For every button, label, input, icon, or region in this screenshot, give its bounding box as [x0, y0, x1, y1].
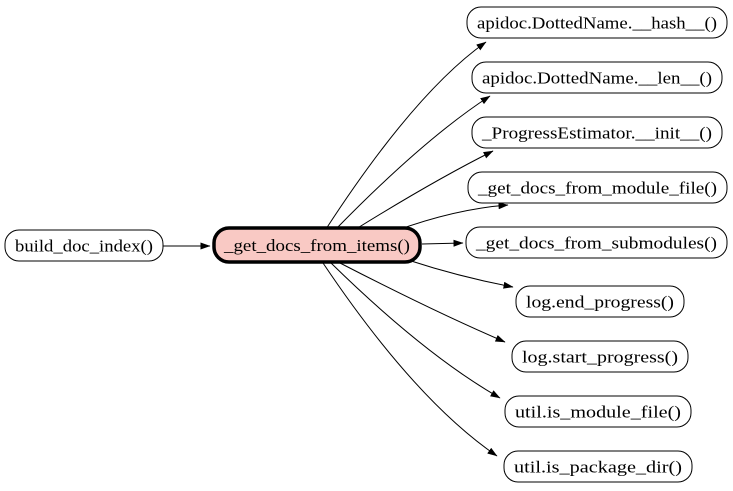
- node-shape-util.is_module_file[interactable]: [504, 395, 692, 428]
- node-_get_docs_from_module_file[interactable]: _get_docs_from_module_file(): [467, 171, 728, 204]
- node-log.end_progress[interactable]: log.end_progress(): [515, 285, 685, 318]
- node-label-_get_docs_from_submodules: _get_docs_from_submodules(): [475, 234, 717, 253]
- node-shape-apidoc.DottedName.__hash__[interactable]: [466, 6, 728, 39]
- node-label-apidoc.DottedName.__hash__: apidoc.DottedName.__hash__(): [477, 14, 717, 33]
- node-apidoc.DottedName.__hash__[interactable]: apidoc.DottedName.__hash__(): [466, 6, 728, 39]
- edge-_get_docs_from_items-to-_ProgressEstimator.__init__: [355, 150, 494, 230]
- node-label-apidoc.DottedName.__len__: apidoc.DottedName.__len__(): [482, 69, 712, 88]
- edge-_get_docs_from_items-to-log.start_progress: [339, 262, 506, 343]
- node-util.is_module_file[interactable]: util.is_module_file(): [504, 395, 692, 428]
- node-apidoc.DottedName.__len__[interactable]: apidoc.DottedName.__len__(): [471, 61, 723, 94]
- edge-_get_docs_from_items-to-util.is_package_dir: [322, 262, 498, 457]
- node-util.is_package_dir[interactable]: util.is_package_dir(): [503, 450, 693, 483]
- node-label-util.is_module_file: util.is_module_file(): [515, 403, 681, 422]
- node-shape-_get_docs_from_submodules[interactable]: [465, 226, 728, 259]
- edge-_get_docs_from_items-to-apidoc.DottedName.__hash__: [325, 41, 487, 230]
- node-label-_get_docs_from_items: _get_docs_from_items(): [223, 236, 410, 255]
- node-label-log.end_progress: log.end_progress(): [526, 293, 674, 312]
- edges-layer: [163, 41, 514, 457]
- node-label-util.is_package_dir: util.is_package_dir(): [514, 458, 682, 477]
- node-label-log.start_progress: log.start_progress(): [522, 348, 678, 367]
- node-shape-log.start_progress[interactable]: [511, 340, 689, 373]
- node-shape-_get_docs_from_items[interactable]: [212, 226, 422, 264]
- node-_ProgressEstimator.__init__[interactable]: _ProgressEstimator.__init__(): [471, 116, 723, 149]
- node-shape-apidoc.DottedName.__len__[interactable]: [471, 61, 723, 94]
- node-shape-util.is_package_dir[interactable]: [503, 450, 693, 483]
- node-label-_ProgressEstimator.__init__: _ProgressEstimator.__init__(): [481, 124, 712, 143]
- node-shape-build_doc_index[interactable]: [4, 229, 164, 262]
- node-shape-log.end_progress[interactable]: [515, 285, 685, 318]
- node-shape-_get_docs_from_module_file[interactable]: [467, 171, 728, 204]
- edge-_get_docs_from_items-to-log.end_progress: [407, 259, 514, 289]
- node-shape-_ProgressEstimator.__init__[interactable]: [471, 116, 723, 149]
- nodes-layer: build_doc_index() _get_docs_from_items() a…: [4, 6, 728, 483]
- node-label-_get_docs_from_module_file: _get_docs_from_module_file(): [477, 179, 717, 198]
- node-build_doc_index[interactable]: build_doc_index(): [4, 229, 164, 262]
- edge-_get_docs_from_items-to-util.is_module_file: [330, 262, 501, 399]
- node-_get_docs_from_items[interactable]: _get_docs_from_items(): [212, 226, 422, 264]
- node-log.start_progress[interactable]: log.start_progress(): [511, 340, 689, 373]
- node-label-build_doc_index: build_doc_index(): [15, 237, 153, 256]
- edge-_get_docs_from_items-to-apidoc.DottedName.__len__: [335, 95, 491, 230]
- edge-_get_docs_from_items-to-_get_docs_from_submodules: [421, 239, 464, 247]
- node-_get_docs_from_submodules[interactable]: _get_docs_from_submodules(): [465, 226, 728, 259]
